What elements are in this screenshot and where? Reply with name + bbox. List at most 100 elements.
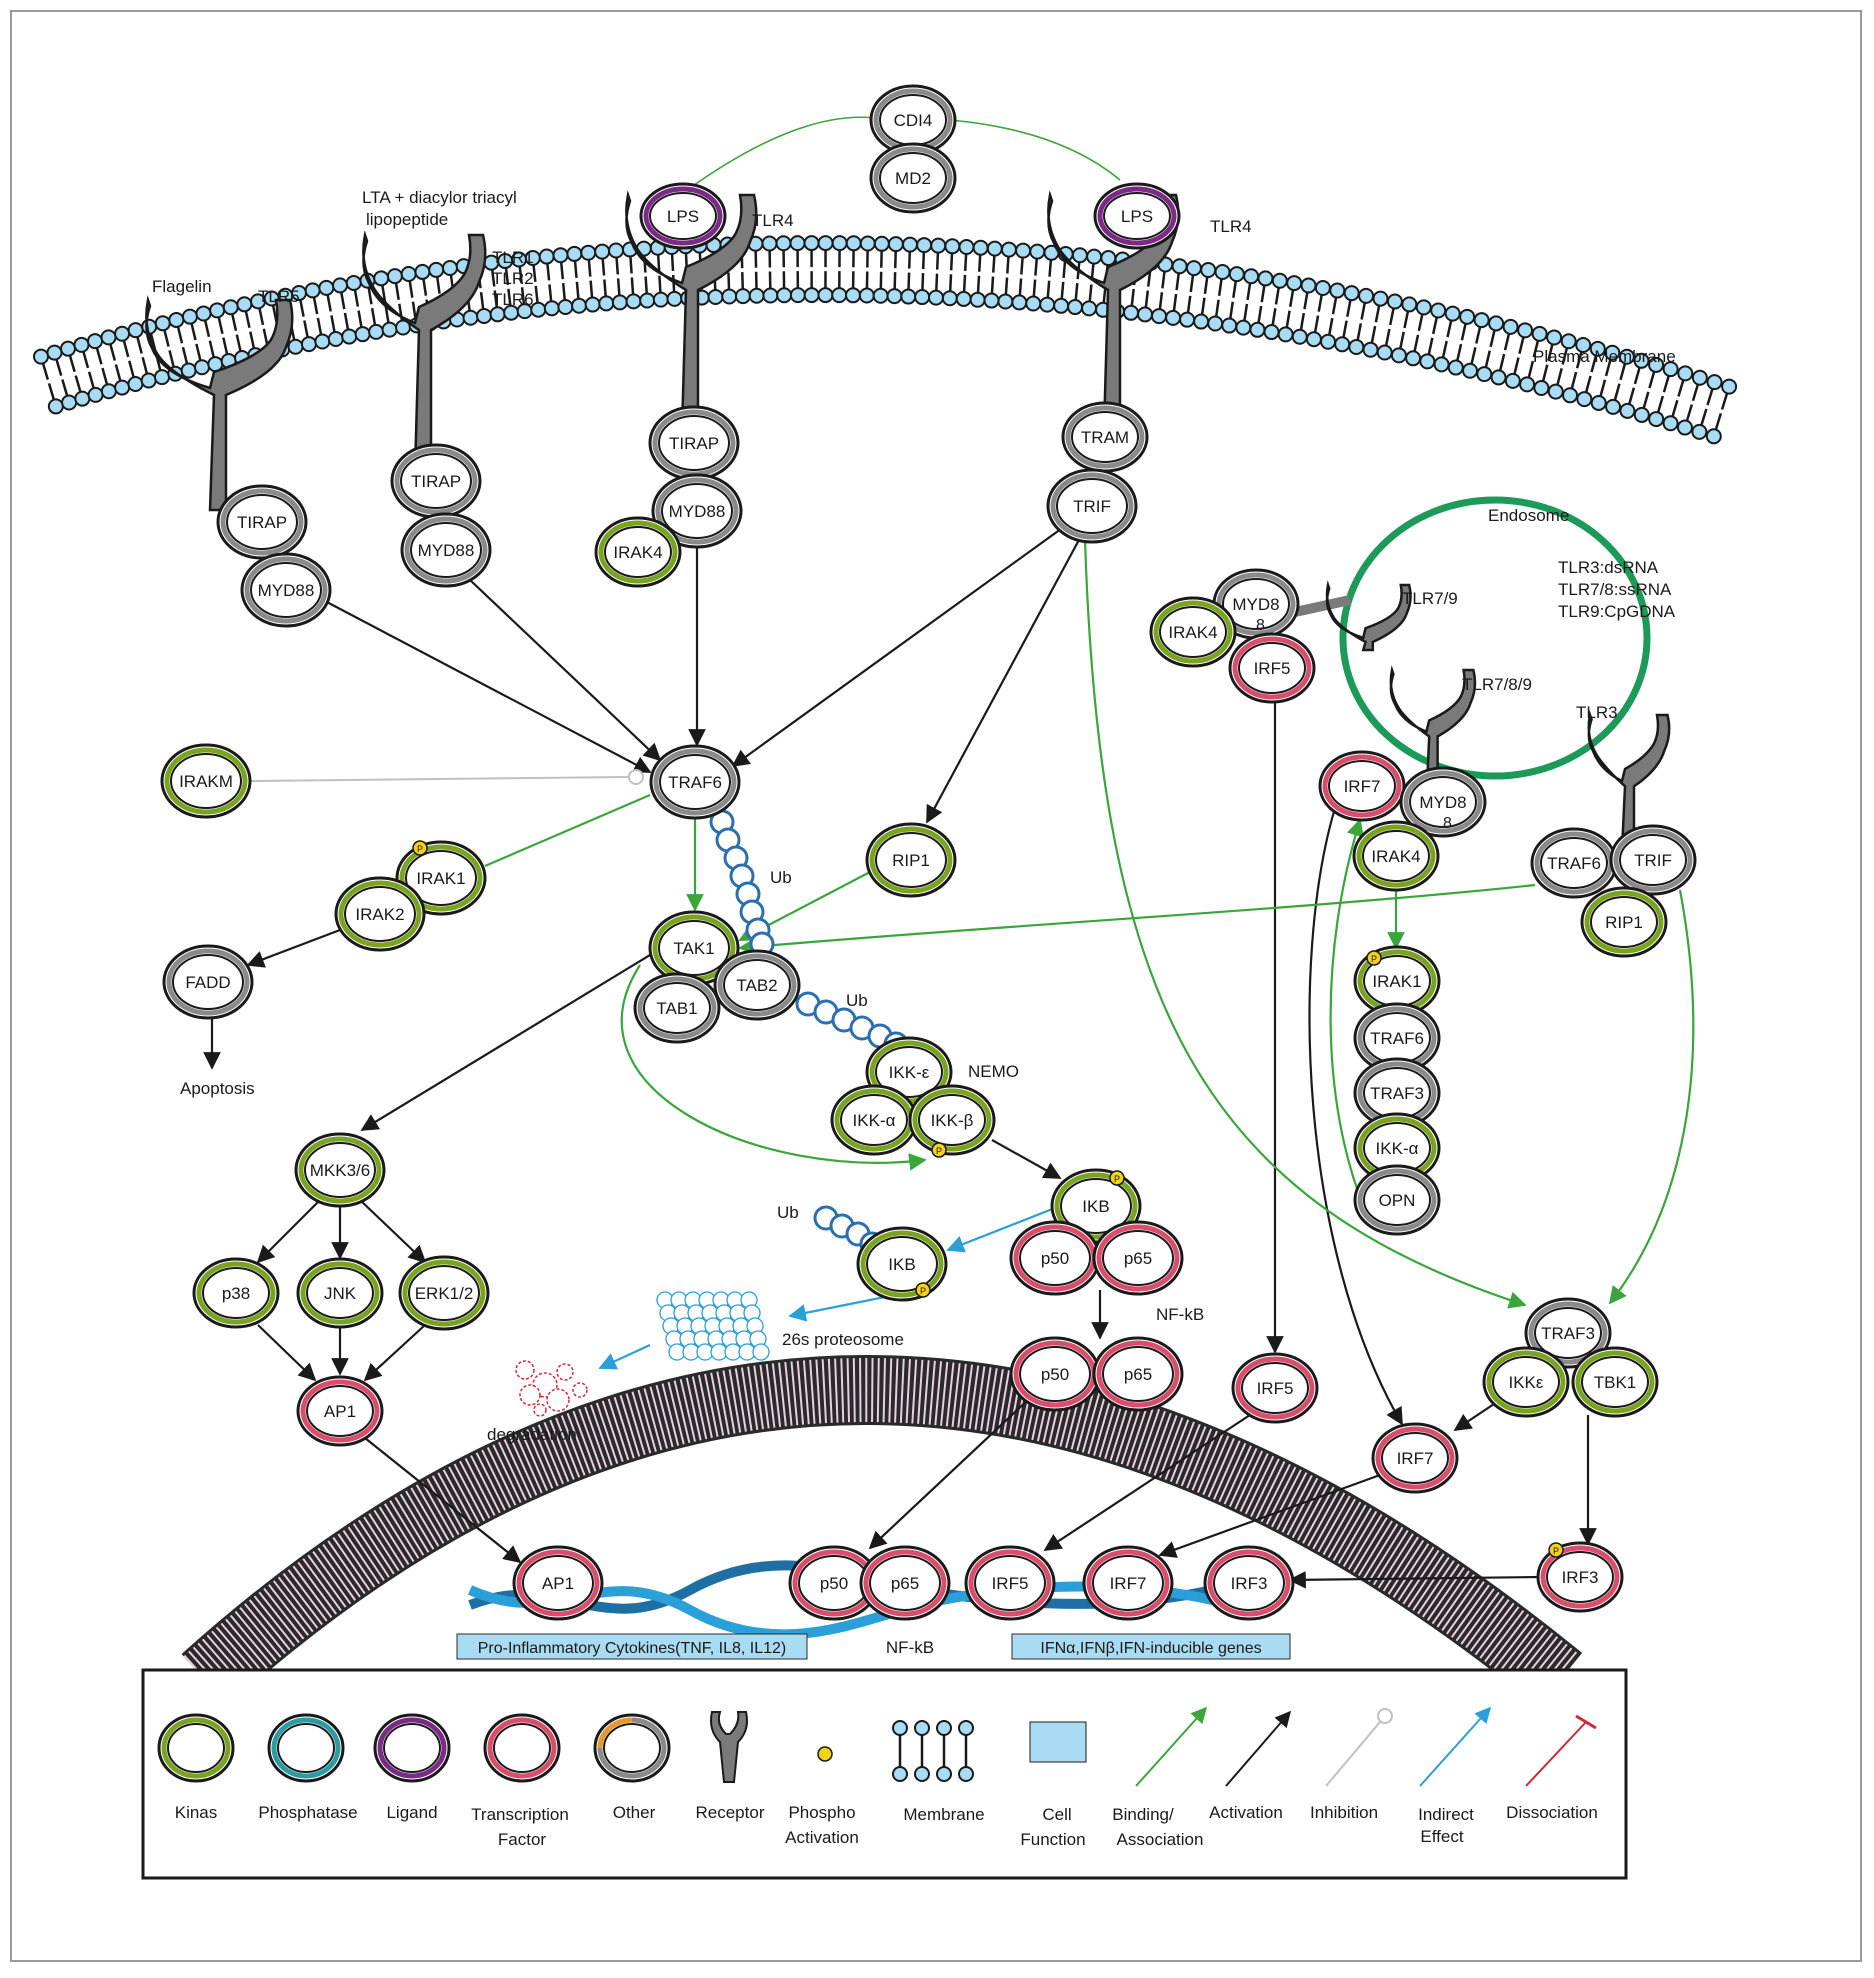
- irf7-node-2: IRF7: [1373, 1424, 1457, 1492]
- ikke-node-label: IKK-ε: [889, 1063, 930, 1082]
- ap1-node-1: AP1: [298, 1377, 382, 1445]
- p65-node-2-label: p65: [1124, 1365, 1152, 1384]
- irak4-node-2-label: IRAK4: [1168, 623, 1217, 642]
- trif-to-traf6: [733, 526, 1065, 766]
- proteosome-label: 26s proteosome: [782, 1330, 904, 1349]
- ikkepsilon-node: IKKε: [1484, 1348, 1568, 1416]
- myd88-1-to-traf6: [323, 600, 650, 772]
- cd14-lps-link: [950, 120, 1120, 180]
- irak4-node-3-label: IRAK4: [1371, 847, 1420, 866]
- lps-node-right-label: LPS: [1121, 207, 1153, 226]
- lta-label-line2: lipopeptide: [366, 210, 448, 229]
- legend-box: [143, 1670, 1626, 1878]
- irf5-node-3: IRF5: [966, 1547, 1054, 1619]
- trif-node-label: TRIF: [1073, 497, 1111, 516]
- irakm-node: IRAKM: [162, 745, 250, 817]
- tlr1-label: TLR1: [492, 248, 534, 267]
- proinflammatory-label: Pro-Inflammatory Cytokines(TNF, IL8, IL1…: [478, 1640, 787, 1657]
- md2-node-label: MD2: [895, 169, 931, 188]
- endosome-ligand-3: TLR9:CpGDNA: [1558, 602, 1676, 621]
- ikb2-to-proteasome: [790, 1296, 890, 1316]
- traf6-to-irak1: [485, 795, 650, 866]
- erk-to-ap1: [365, 1325, 425, 1380]
- p65-node-1-label: p65: [1124, 1249, 1152, 1268]
- ikka-node-2-label: IKK-α: [1376, 1139, 1419, 1158]
- phospho-icon: P: [932, 1143, 946, 1157]
- phospho-icon: P: [1110, 1171, 1124, 1185]
- p65-node-2: p65: [1094, 1338, 1182, 1410]
- myd88-node-4-label: MYD8: [1232, 595, 1279, 614]
- endosome-ligand-2: TLR7/8:ssRNA: [1558, 580, 1672, 599]
- ifn-label: IFNα,IFNβ,IFN-inducible genes: [1040, 1640, 1261, 1657]
- p65-node-3: p65: [861, 1547, 949, 1619]
- ap1-node-2-label: AP1: [542, 1574, 574, 1593]
- proteasome-to-degradation: [600, 1345, 650, 1368]
- tlr5-label: TLR5: [258, 287, 300, 306]
- irak4-node-1: IRAK4: [596, 518, 680, 586]
- tab1-node: TAB1: [635, 974, 719, 1042]
- legend-ligand: Ligand: [386, 1803, 437, 1822]
- irf7-node-1-label: IRF7: [1344, 777, 1381, 796]
- lps-node-left: LPS: [641, 184, 725, 248]
- ikkb-node: IKK-βP: [910, 1086, 994, 1157]
- tlr79-label: TLR7/9: [1402, 589, 1458, 608]
- trif-node-2-label: TRIF: [1634, 851, 1672, 870]
- tirap-node-2-label: TIRAP: [411, 472, 461, 491]
- tirap-node-1-label: TIRAP: [237, 513, 287, 532]
- tlr2-label: TLR2: [492, 269, 534, 288]
- mkk36-node: MKK3/6: [296, 1134, 384, 1206]
- legend-kinase-icon: [159, 1715, 233, 1781]
- irf3-to-nucleus: [1290, 1577, 1540, 1580]
- tab1-node-label: TAB1: [656, 999, 697, 1018]
- fadd-node: FADD: [164, 946, 252, 1018]
- irak2-to-fadd: [248, 930, 340, 965]
- tlr5-receptor: [146, 300, 292, 510]
- p38-to-ap1: [258, 1325, 315, 1380]
- p65-node-3-label: p65: [891, 1574, 919, 1593]
- myd88-2-to-traf6: [470, 580, 660, 760]
- p50-node-2-label: p50: [1041, 1365, 1069, 1384]
- erk-node: ERK1/2: [400, 1257, 488, 1329]
- ub-label-2: Ub: [846, 991, 868, 1010]
- nemo-label: NEMO: [968, 1062, 1019, 1081]
- ap1-node-1-label: AP1: [324, 1402, 356, 1421]
- myd88-node-3-label: MYD88: [669, 502, 726, 521]
- myd88-node-1: MYD88: [242, 554, 330, 626]
- legend-tf-1: Transcription: [471, 1805, 569, 1824]
- legend-kinas: Kinas: [175, 1803, 218, 1822]
- p50-node-2: p50: [1011, 1338, 1099, 1410]
- tlr789-label: TLR7/8/9: [1462, 675, 1532, 694]
- legend-cell-1: Cell: [1042, 1805, 1071, 1824]
- irf5-node-2-label: IRF5: [1257, 1379, 1294, 1398]
- opn-node: OPN: [1355, 1166, 1439, 1234]
- legend-other-icon: [595, 1715, 669, 1781]
- legend-binding-1: Binding/: [1112, 1805, 1174, 1824]
- erk-node-label: ERK1/2: [415, 1284, 474, 1303]
- irf5-node-1-label: IRF5: [1254, 659, 1291, 678]
- cdi4-node-label: CDI4: [894, 111, 933, 130]
- legend-phosphatase-icon: [269, 1715, 343, 1781]
- ikb-node-1-label: IKB: [1082, 1197, 1109, 1216]
- traf3-node-1-label: TRAF3: [1370, 1084, 1424, 1103]
- mkk36-node-label: MKK3/6: [310, 1161, 370, 1180]
- nfkb-label: NF-kB: [1156, 1305, 1204, 1324]
- irf7-node-1: IRF7: [1320, 752, 1404, 820]
- legend-cell-function-icon: [1030, 1722, 1086, 1762]
- phospho-icon: P: [916, 1283, 930, 1297]
- jnk-node-label: JNK: [324, 1284, 357, 1303]
- trif-node-2: TRIF: [1611, 826, 1695, 894]
- irak1-node-1-label: IRAK1: [416, 869, 465, 888]
- irf7-node-3-label: IRF7: [1110, 1574, 1147, 1593]
- traf3-node-2-label: TRAF3: [1541, 1324, 1595, 1343]
- irf5-node-2: IRF5: [1233, 1354, 1317, 1422]
- legend-phospho-icon: [818, 1747, 832, 1761]
- myd88-node-1-label: MYD88: [258, 581, 315, 600]
- tlr4-label-right: TLR4: [1210, 217, 1252, 236]
- p65-node-1: p65: [1094, 1222, 1182, 1294]
- tab2-node-label: TAB2: [736, 976, 777, 995]
- lps-node-left-label: LPS: [667, 207, 699, 226]
- irakm-node-label: IRAKM: [179, 772, 233, 791]
- legend-other: Other: [613, 1803, 656, 1822]
- ap1-node-2: AP1: [514, 1547, 602, 1619]
